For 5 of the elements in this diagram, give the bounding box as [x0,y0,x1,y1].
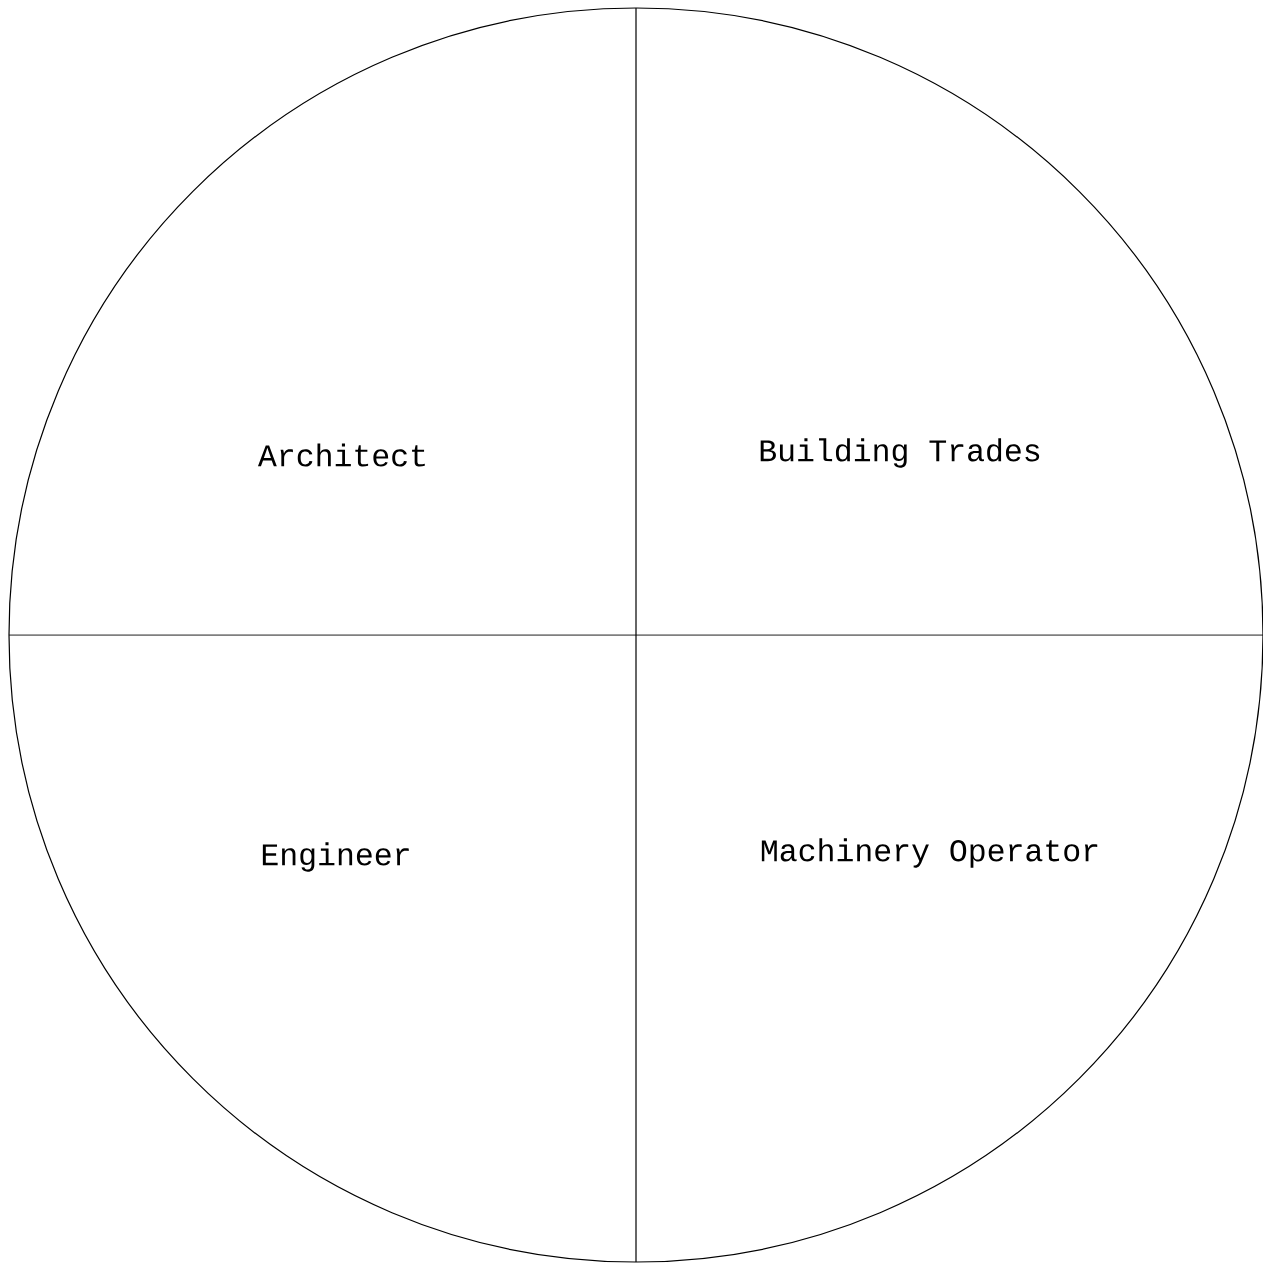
quadrant-label: Architect [257,443,425,467]
circle-diagram [8,7,1263,1263]
quadrant-label: Machinery Operator [761,838,1098,868]
quadrant-label: Building Trades [760,438,1040,468]
quadrant-label: Engineer [262,842,409,872]
